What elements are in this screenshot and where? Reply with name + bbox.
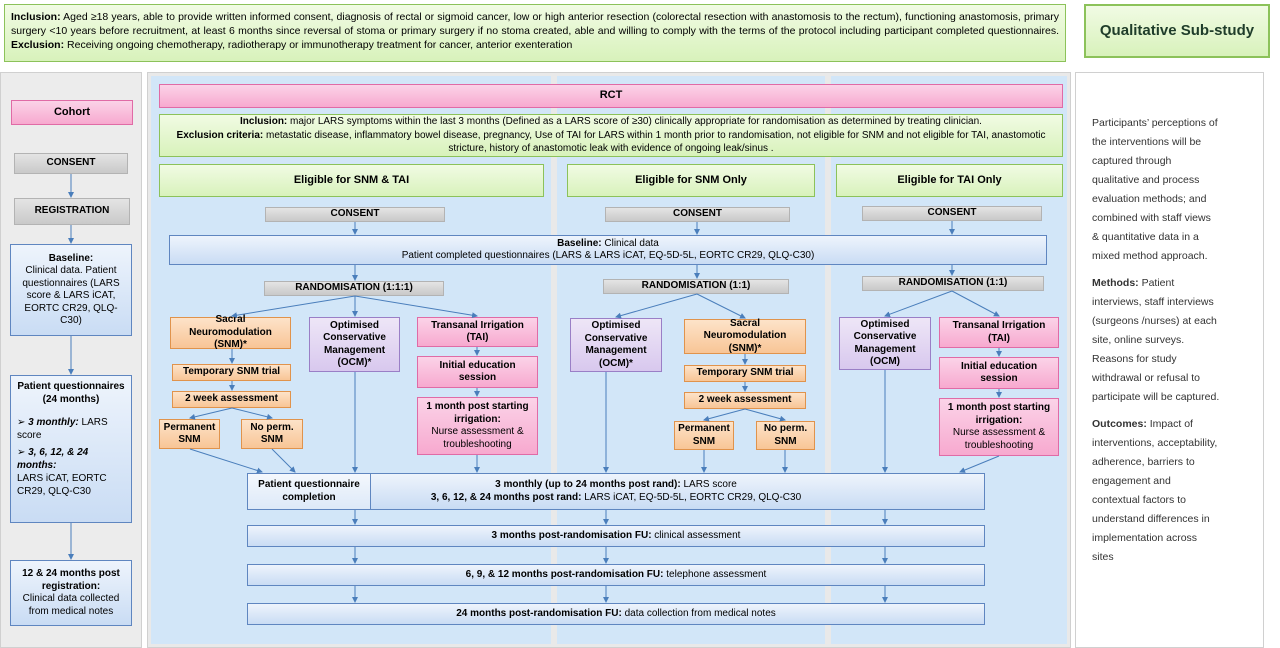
two-week-b: 2 week assessment (684, 392, 806, 409)
perm-snm-a: Permanent SNM (159, 419, 220, 449)
cohort-consent: CONSENT (14, 153, 128, 174)
temp-trial-b: Temporary SNM trial (684, 365, 806, 382)
randomisation-b: RANDOMISATION (1:1) (603, 279, 789, 294)
education-a: Initial education session (417, 356, 538, 388)
top-inclusion-label: Inclusion: (11, 11, 61, 23)
qual-text: Participants’ perceptions of the interve… (1092, 114, 1220, 567)
randomisation-c: RANDOMISATION (1:1) (862, 276, 1044, 291)
two-week-a: 2 week assessment (172, 391, 291, 408)
perm-snm-b: Permanent SNM (674, 421, 734, 450)
qual-outcomes: Outcomes: Impact of interventions, accep… (1092, 418, 1218, 563)
cohort-pq-item-2: ➢ 3, 6, 12, & 24 months:LARS iCAT, EORTC… (17, 447, 107, 497)
tai-box-a: Transanal Irrigation (TAI) (417, 317, 538, 347)
consent-b: CONSENT (605, 207, 790, 222)
one-month-a: 1 month post starting irrigation: Nurse … (417, 397, 538, 455)
cohort-title: Cohort (11, 100, 133, 125)
fu-6-9-12-months: 6, 9, & 12 months post-randomisation FU:… (247, 564, 985, 586)
cohort-registration: REGISTRATION (14, 198, 130, 225)
snm-box-a: Sacral Neuromodulation (SNM)* (170, 314, 291, 350)
education-c: Initial education session (939, 357, 1059, 389)
consent-c: CONSENT (862, 206, 1042, 221)
eligible-snm-only: Eligible for SNM Only (567, 164, 815, 197)
top-criteria-box: Inclusion: Aged ≥18 years, able to provi… (4, 4, 1066, 62)
temp-trial-a: Temporary SNM trial (172, 364, 291, 381)
fu-3-months: 3 months post-randomisation FU: clinical… (247, 525, 985, 547)
cohort-baseline-text: Clinical data. Patient questionnaires (L… (22, 265, 120, 326)
ocm-box-c: Optimised Conservative Management (OCM) (839, 317, 931, 370)
eligible-tai-only: Eligible for TAI Only (836, 164, 1063, 197)
consent-a: CONSENT (265, 207, 445, 222)
no-perm-snm-a: No perm. SNM (241, 419, 303, 449)
ocm-box-b: Optimised Conservative Management (OCM)* (570, 318, 662, 372)
top-inclusion-text: Aged ≥18 years, able to provide written … (11, 11, 1059, 37)
top-exclusion-text: Receiving ongoing chemotherapy, radiothe… (64, 38, 573, 51)
rct-baseline: Baseline: Clinical data Patient complete… (169, 235, 1047, 265)
eligible-snm-tai: Eligible for SNM & TAI (159, 164, 544, 197)
tai-box-c: Transanal Irrigation (TAI) (939, 317, 1059, 348)
rct-criteria: Inclusion: major LARS symptoms within th… (159, 114, 1063, 157)
qual-intro: Participants’ perceptions of the interve… (1092, 117, 1218, 262)
top-exclusion-label: Exclusion: (11, 38, 65, 51)
no-perm-snm-b: No perm. SNM (756, 421, 815, 450)
pq-completion: Patient questionnaire completion (247, 473, 371, 510)
cohort-pq-item-1: ➢ 3 monthly: LARS score (17, 417, 108, 441)
cohort-baseline: Baseline: Clinical data. Patient questio… (10, 244, 132, 336)
cohort-baseline-label: Baseline: (48, 252, 94, 264)
cohort-followup: 12 & 24 months post registration: Clinic… (10, 560, 132, 626)
randomisation-a: RANDOMISATION (1:1:1) (264, 281, 444, 296)
rct-title: RCT (159, 84, 1063, 108)
qual-panel (1075, 72, 1264, 648)
qual-title: Qualitative Sub-study (1084, 4, 1270, 58)
fu-24-months: 24 months post-randomisation FU: data co… (247, 603, 985, 625)
cohort-questionnaires: Patient questionnaires (24 months) ➢ 3 m… (10, 375, 132, 523)
qual-methods: Methods: Patient interviews, staff inter… (1092, 277, 1220, 403)
snm-box-b: Sacral Neuromodulation (SNM)* (684, 318, 806, 354)
one-month-c: 1 month post starting irrigation: Nurse … (939, 398, 1059, 456)
cohort-pq-title: Patient questionnaires (24 months) (17, 381, 125, 405)
ocm-box-a: Optimised Conservative Management (OCM)* (309, 317, 400, 372)
